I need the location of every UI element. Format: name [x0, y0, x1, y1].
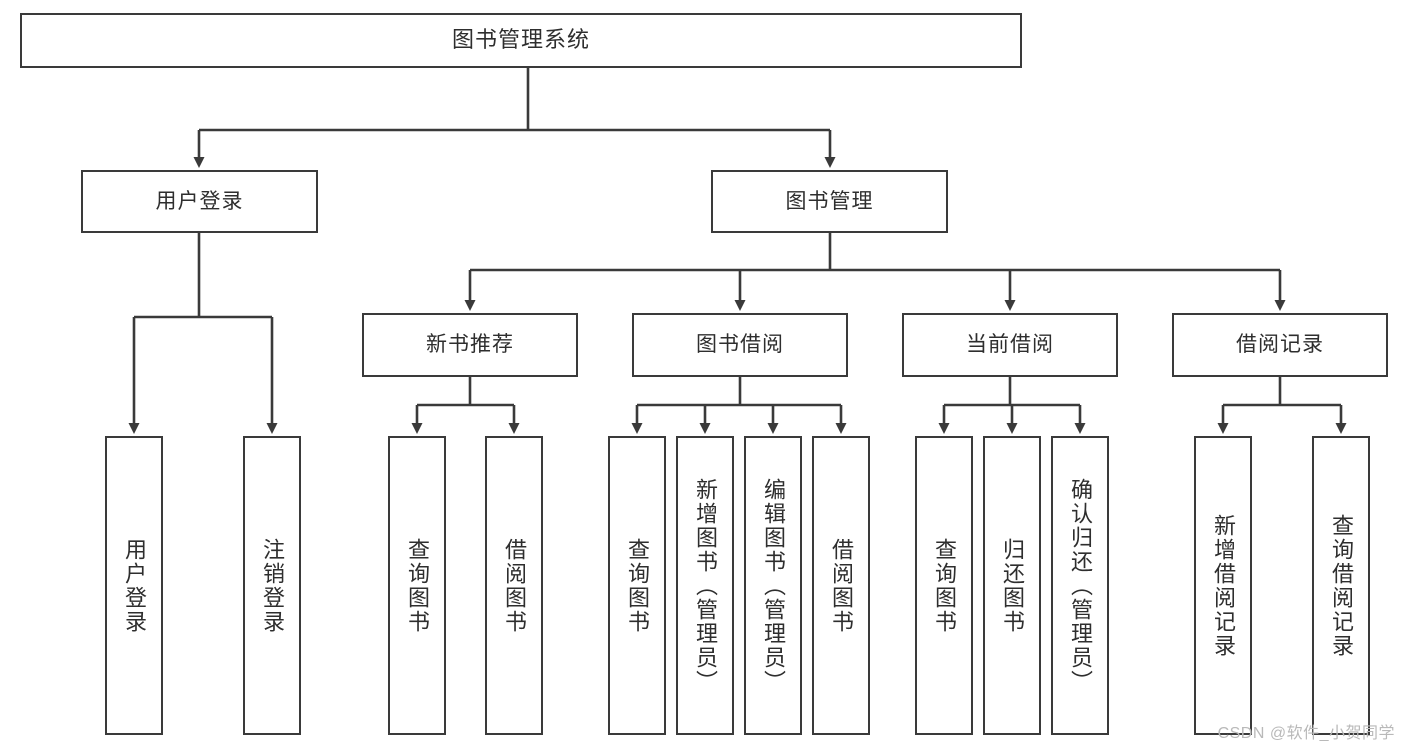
leaf-edit-book-admin[interactable]: 编辑图书（管理员） — [744, 436, 802, 735]
node-label: 图书管理 — [785, 189, 874, 213]
leaf-return-book[interactable]: 归还图书 — [983, 436, 1041, 735]
leaf-query-book-borrow[interactable]: 查询图书 — [608, 436, 666, 735]
leaf-add-book-admin[interactable]: 新增图书（管理员） — [676, 436, 734, 735]
leaf-query-book-current[interactable]: 查询图书 — [915, 436, 973, 735]
node-label: 图书借阅 — [696, 333, 784, 357]
leaf-label: 注销登录 — [259, 538, 285, 634]
leaf-add-borrow-record[interactable]: 新增借阅记录 — [1194, 436, 1252, 735]
node-book-borrow[interactable]: 图书借阅 — [632, 313, 848, 377]
leaf-confirm-return-admin[interactable]: 确认归还（管理员） — [1051, 436, 1109, 735]
node-user-login[interactable]: 用户登录 — [81, 170, 318, 233]
leaf-label: 查询图书 — [931, 538, 957, 634]
node-label: 当前借阅 — [966, 333, 1054, 357]
leaf-label: 查询图书 — [404, 538, 430, 634]
node-label: 用户登录 — [155, 189, 244, 213]
leaf-user-login[interactable]: 用户登录 — [105, 436, 163, 735]
leaf-label: 新增图书（管理员） — [692, 478, 718, 694]
leaf-label: 查询借阅记录 — [1328, 514, 1354, 658]
leaf-label: 借阅图书 — [828, 538, 854, 634]
node-current-borrow[interactable]: 当前借阅 — [902, 313, 1118, 377]
node-new-book-recommend[interactable]: 新书推荐 — [362, 313, 578, 377]
leaf-label: 查询图书 — [624, 538, 650, 634]
leaf-borrow-book[interactable]: 借阅图书 — [812, 436, 870, 735]
node-book-management[interactable]: 图书管理 — [711, 170, 948, 233]
node-root-system[interactable]: 图书管理系统 — [20, 13, 1022, 68]
node-label: 图书管理系统 — [451, 27, 590, 53]
leaf-label: 编辑图书（管理员） — [760, 478, 786, 694]
leaf-label: 新增借阅记录 — [1210, 514, 1236, 658]
leaf-logout[interactable]: 注销登录 — [243, 436, 301, 735]
leaf-label: 归还图书 — [999, 538, 1025, 634]
node-label: 新书推荐 — [426, 333, 514, 357]
leaf-query-book-newbook[interactable]: 查询图书 — [388, 436, 446, 735]
node-borrow-record[interactable]: 借阅记录 — [1172, 313, 1388, 377]
leaf-label: 确认归还（管理员） — [1067, 478, 1093, 694]
leaf-query-borrow-record[interactable]: 查询借阅记录 — [1312, 436, 1370, 735]
node-label: 借阅记录 — [1236, 333, 1324, 357]
leaf-label: 借阅图书 — [501, 538, 527, 634]
leaf-borrow-book-newbook[interactable]: 借阅图书 — [485, 436, 543, 735]
leaf-label: 用户登录 — [121, 538, 147, 634]
